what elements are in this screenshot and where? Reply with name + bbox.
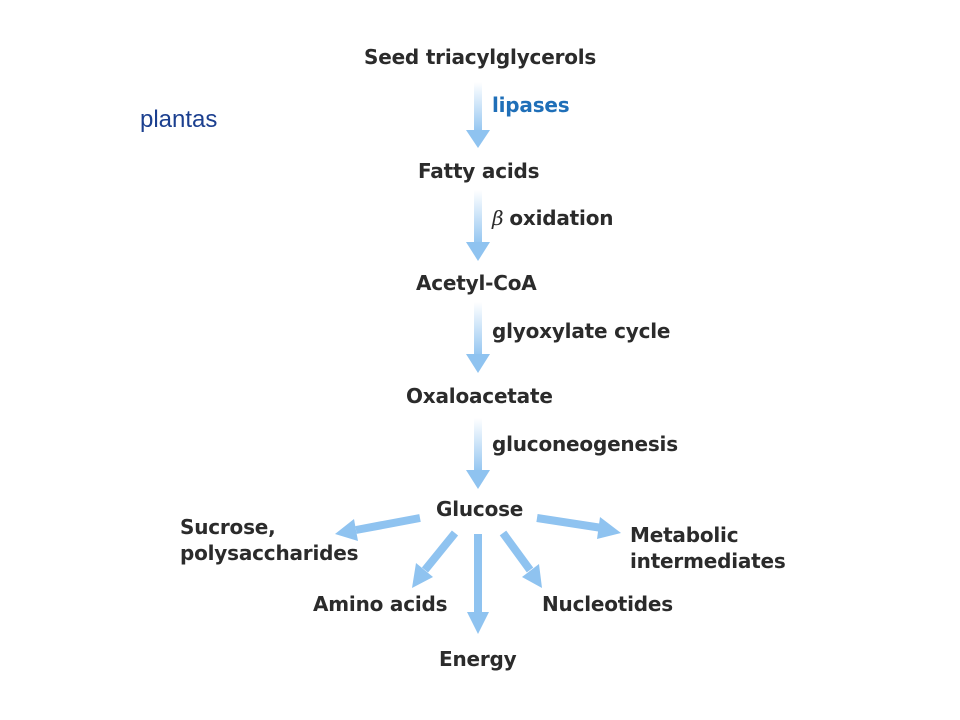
- product-metabolic-intermediates: Metabolic intermediates: [630, 522, 786, 574]
- product-amino-acids: Amino acids: [313, 592, 448, 616]
- step-gluconeogenesis: gluconeogenesis: [492, 432, 678, 456]
- caption-plantas: plantas: [140, 106, 218, 133]
- product-nucleotides: Nucleotides: [542, 592, 673, 616]
- arrow-to-metabolic-intermediates: [536, 514, 621, 539]
- arrow-gluconeogenesis: [466, 418, 490, 489]
- arrow-glyoxylate-cycle: [466, 302, 490, 373]
- node-fatty-acids: Fatty acids: [418, 159, 540, 183]
- step-glyoxylate-cycle: glyoxylate cycle: [492, 319, 671, 343]
- beta-symbol: β: [492, 206, 504, 230]
- node-seed-triacylglycerols: Seed triacylglycerols: [364, 45, 597, 69]
- node-acetyl-coa: Acetyl-CoA: [416, 271, 537, 295]
- arrow-to-nucleotides: [499, 530, 542, 588]
- product-sucrose-line1: Sucrose,: [180, 515, 276, 539]
- product-sucrose-polysaccharides: Sucrose, polysaccharides: [180, 514, 359, 566]
- arrow-to-sucrose: [335, 514, 421, 541]
- product-energy: Energy: [439, 647, 517, 671]
- arrow-lipases: [466, 82, 490, 148]
- arrow-beta-oxidation: [466, 190, 490, 261]
- product-metabolic-line2: intermediates: [630, 549, 786, 573]
- step-lipases: lipases: [492, 93, 570, 117]
- arrow-to-energy: [467, 534, 489, 634]
- node-oxaloacetate: Oxaloacetate: [406, 384, 553, 408]
- arrow-to-amino-acids: [412, 530, 459, 588]
- step-beta-oxidation-label: oxidation: [509, 206, 614, 230]
- node-glucose: Glucose: [436, 497, 524, 521]
- product-sucrose-line2: polysaccharides: [180, 541, 359, 565]
- product-metabolic-line1: Metabolic: [630, 523, 739, 547]
